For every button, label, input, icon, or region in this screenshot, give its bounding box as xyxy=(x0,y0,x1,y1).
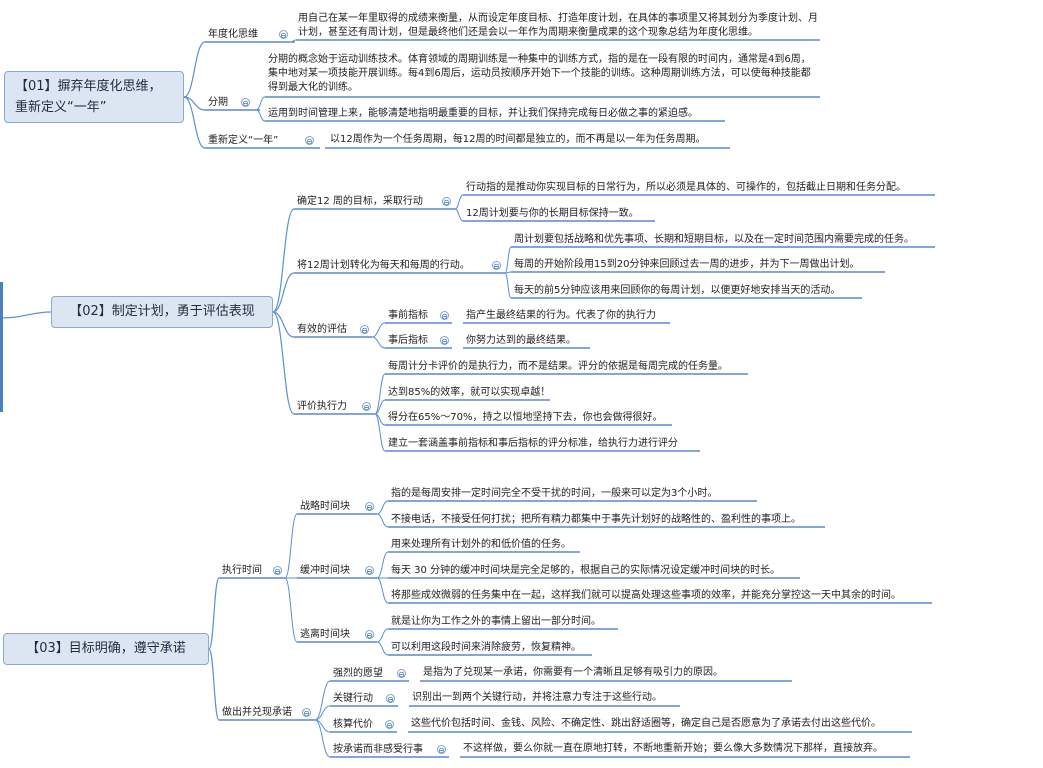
leaf-period-origin: 分期的概念始于运动训练技术。体育领域的周期训练是一种集中的训练方式，指的是在一段… xyxy=(268,54,811,93)
leaf-strong-desire: 是指为了兑现某一承诺，你需要有一个清晰且足够有吸引力的原因。 xyxy=(423,667,723,678)
connector-line xyxy=(504,246,512,274)
node-strong-desire[interactable]: 强烈的愿望 xyxy=(333,668,383,679)
collapse-icon[interactable]: ⊖ xyxy=(440,311,449,321)
connector-line xyxy=(208,648,220,721)
connector-line xyxy=(374,413,386,452)
connector-line xyxy=(376,513,389,528)
branch-convert-plan[interactable]: 将12周计划转化为每天和每周的行动。 xyxy=(297,260,470,271)
node-count-cost[interactable]: 核算代价 xyxy=(333,719,373,730)
topic-01[interactable]: 【01】摒弃年度化思维，重新定义“一年” xyxy=(4,71,184,123)
connector-line xyxy=(272,208,295,313)
collapse-icon[interactable]: ⊖ xyxy=(302,708,311,718)
connector-line xyxy=(272,311,295,415)
collapse-icon[interactable]: ⊖ xyxy=(442,197,451,207)
collapse-icon[interactable]: ⊖ xyxy=(365,630,374,640)
leaf-redefine-year: 以12周作为一个任务周期，每12周的时间都是独立的，而不再是以一年为任务周期。 xyxy=(330,134,706,145)
node-escape-block[interactable]: 逃离时间块 xyxy=(300,629,350,640)
connector-line xyxy=(272,272,295,313)
collapse-icon[interactable]: ⊖ xyxy=(365,502,374,512)
node-buffer-block[interactable]: 缓冲时间块 xyxy=(300,565,350,576)
leaf-strategic-2: 不接电话，不接受任何打扰；把所有精力都集中于事先计划好的战略性的、盈利性的事项上… xyxy=(391,514,801,525)
leaf-buffer-3: 将那些成效微弱的任务集中在一起，这样我们就可以提高处理这些事项的效率，并能充分掌… xyxy=(391,590,901,601)
collapse-icon[interactable]: ⊖ xyxy=(273,566,282,576)
branch-commitment[interactable]: 做出并兑现承诺 xyxy=(222,707,292,718)
connector-line xyxy=(208,577,220,650)
node-lag-indicator[interactable]: 事后指标 xyxy=(388,335,428,346)
collapse-icon[interactable]: ⊖ xyxy=(385,720,394,730)
leaf-count-cost: 这些代价包括时间、金钱、风险、不确定性、跳出舒适圈等，确定自己是否愿意为了承诺去… xyxy=(411,718,881,729)
collapse-icon[interactable]: ⊖ xyxy=(362,402,371,412)
connector-line xyxy=(314,680,331,721)
leaf-annual-definition: 用自己在某一年里取得的成绩来衡量，从而设定年度目标、打造年度计划，在具体的事项里… xyxy=(298,13,818,38)
connector-line xyxy=(255,96,266,111)
connector-line xyxy=(374,399,386,415)
leaf-scorecard: 每周计分卡评价的是执行力，而不是结果。评分的依据是每周完成的任务量。 xyxy=(388,361,728,372)
leaf-action-definition: 行动指的是推动你实现目标的日常行为，所以必须是具体的、可操作的，包括截止日期和任… xyxy=(466,182,906,193)
node-lead-indicator[interactable]: 事前指标 xyxy=(388,310,428,321)
leaf-lead-indicator: 指产生最终结果的行为。代表了你的执行力 xyxy=(466,310,656,321)
branch-set-goals[interactable]: 确定12 周的目标，采取行动 xyxy=(297,196,423,207)
connector-line xyxy=(183,96,206,149)
leaf-act-on-commitment: 不这样做，要么你就一直在原地打转，不断地重新开始；要么像大多数情况下那样，直接放… xyxy=(463,743,883,754)
leaf-period-application: 运用到时间管理上来，能够清楚地指明最重要的目标，并让我们保持完成每日必做之事的紧… xyxy=(268,108,698,119)
collapse-icon[interactable]: ⊖ xyxy=(397,669,406,679)
leaf-buffer-1: 用来处理所有计划外的和低价值的任务。 xyxy=(391,539,571,550)
connector-line xyxy=(374,373,386,415)
leaf-lag-indicator: 你努力达到的最终结果。 xyxy=(466,335,576,346)
branch-period[interactable]: 分期 xyxy=(208,97,228,108)
connector-line xyxy=(371,336,386,349)
connector-line xyxy=(376,577,389,604)
connector-line xyxy=(284,577,298,643)
leaf-buffer-2: 每天 30 分钟的缓冲时间块是完全足够的，根据自己的实际情况设定缓冲时间块的时长… xyxy=(391,565,781,576)
branch-redefine-year[interactable]: 重新定义“一年” xyxy=(208,135,279,146)
node-act-on-commitment[interactable]: 按承诺而非感受行事 xyxy=(333,744,423,755)
connector-line xyxy=(454,194,464,210)
collapse-icon[interactable]: ⊖ xyxy=(386,694,395,704)
connector-line xyxy=(183,41,206,98)
leaf-weekly-review: 每周的开始阶段用15到20分钟来回顾过去一周的进步，并为下一周做出计划。 xyxy=(514,259,860,270)
connector-line xyxy=(376,641,389,656)
branch-annual-thinking[interactable]: 年度化思维 xyxy=(208,29,258,40)
leaf-goal-alignment: 12周计划要与你的长期目标保持一致。 xyxy=(466,208,639,219)
collapse-icon[interactable]: ⊖ xyxy=(437,745,446,755)
collapse-icon[interactable]: ⊖ xyxy=(360,325,369,335)
connector-line xyxy=(284,513,298,579)
collapse-icon[interactable]: ⊖ xyxy=(365,566,374,576)
collapse-icon[interactable]: ⊖ xyxy=(279,30,288,40)
branch-effective-eval[interactable]: 有效的评估 xyxy=(297,324,347,335)
connector-line xyxy=(289,39,297,43)
branch-execution-time[interactable]: 执行时间 xyxy=(222,565,262,576)
connector-line xyxy=(376,551,389,579)
node-strategic-block[interactable]: 战略时间块 xyxy=(300,501,350,512)
leaf-65-70-percent: 得分在65%～70%，持之以恒地坚持下去，你也会做得很好。 xyxy=(388,412,663,423)
connector-line xyxy=(376,500,389,515)
leaf-weekly-plan: 周计划要包括战略和优先事项、长期和短期目标，以及在一定时间范围内需要完成的任务。 xyxy=(514,234,914,245)
connector-line xyxy=(371,322,386,338)
connector-line xyxy=(504,272,512,299)
node-key-action[interactable]: 关键行动 xyxy=(333,693,373,704)
connector-line xyxy=(314,719,331,758)
collapse-icon[interactable]: ⊖ xyxy=(440,336,449,346)
leaf-strategic-1: 指的是每周安排一定时间完全不受干扰的时间，一般来可以定为3个小时。 xyxy=(391,488,718,499)
connector-line xyxy=(272,311,295,338)
leaf-daily-review: 每天的前5分钟应该用来回顾你的每周计划，以便更好地安排当天的活动。 xyxy=(514,285,841,296)
connector-line xyxy=(314,705,331,721)
connector-line xyxy=(376,628,389,643)
leaf-key-action: 识别出一到两个关键行动，并将注意力专注于这些行动。 xyxy=(412,692,662,703)
leaf-escape-2: 可以利用这段时间来消除疲劳，恢复精神。 xyxy=(391,642,581,653)
connector-line xyxy=(255,109,266,122)
collapse-icon[interactable]: ⊖ xyxy=(305,136,314,146)
collapse-icon[interactable]: ⊖ xyxy=(241,98,250,108)
connector-line xyxy=(0,311,52,319)
topic-03[interactable]: 【03】目标明确，遵守承诺 xyxy=(3,633,209,665)
connector-line xyxy=(454,208,464,222)
topic-02[interactable]: 【02】制定计划，勇于评估表现 xyxy=(51,296,273,328)
branch-score-execution[interactable]: 评价执行力 xyxy=(297,401,347,412)
left-accent-bar xyxy=(0,282,3,412)
leaf-escape-1: 就是让你为工作之外的事情上留出一部分时间。 xyxy=(391,616,601,627)
collapse-icon[interactable]: ⊖ xyxy=(492,261,501,271)
leaf-scoring-standard: 建立一套涵盖事前指标和事后指标的评分标准，给执行力进行评分 xyxy=(388,438,678,449)
leaf-85-percent: 达到85%的效率，就可以实现卓越！ xyxy=(388,387,551,398)
